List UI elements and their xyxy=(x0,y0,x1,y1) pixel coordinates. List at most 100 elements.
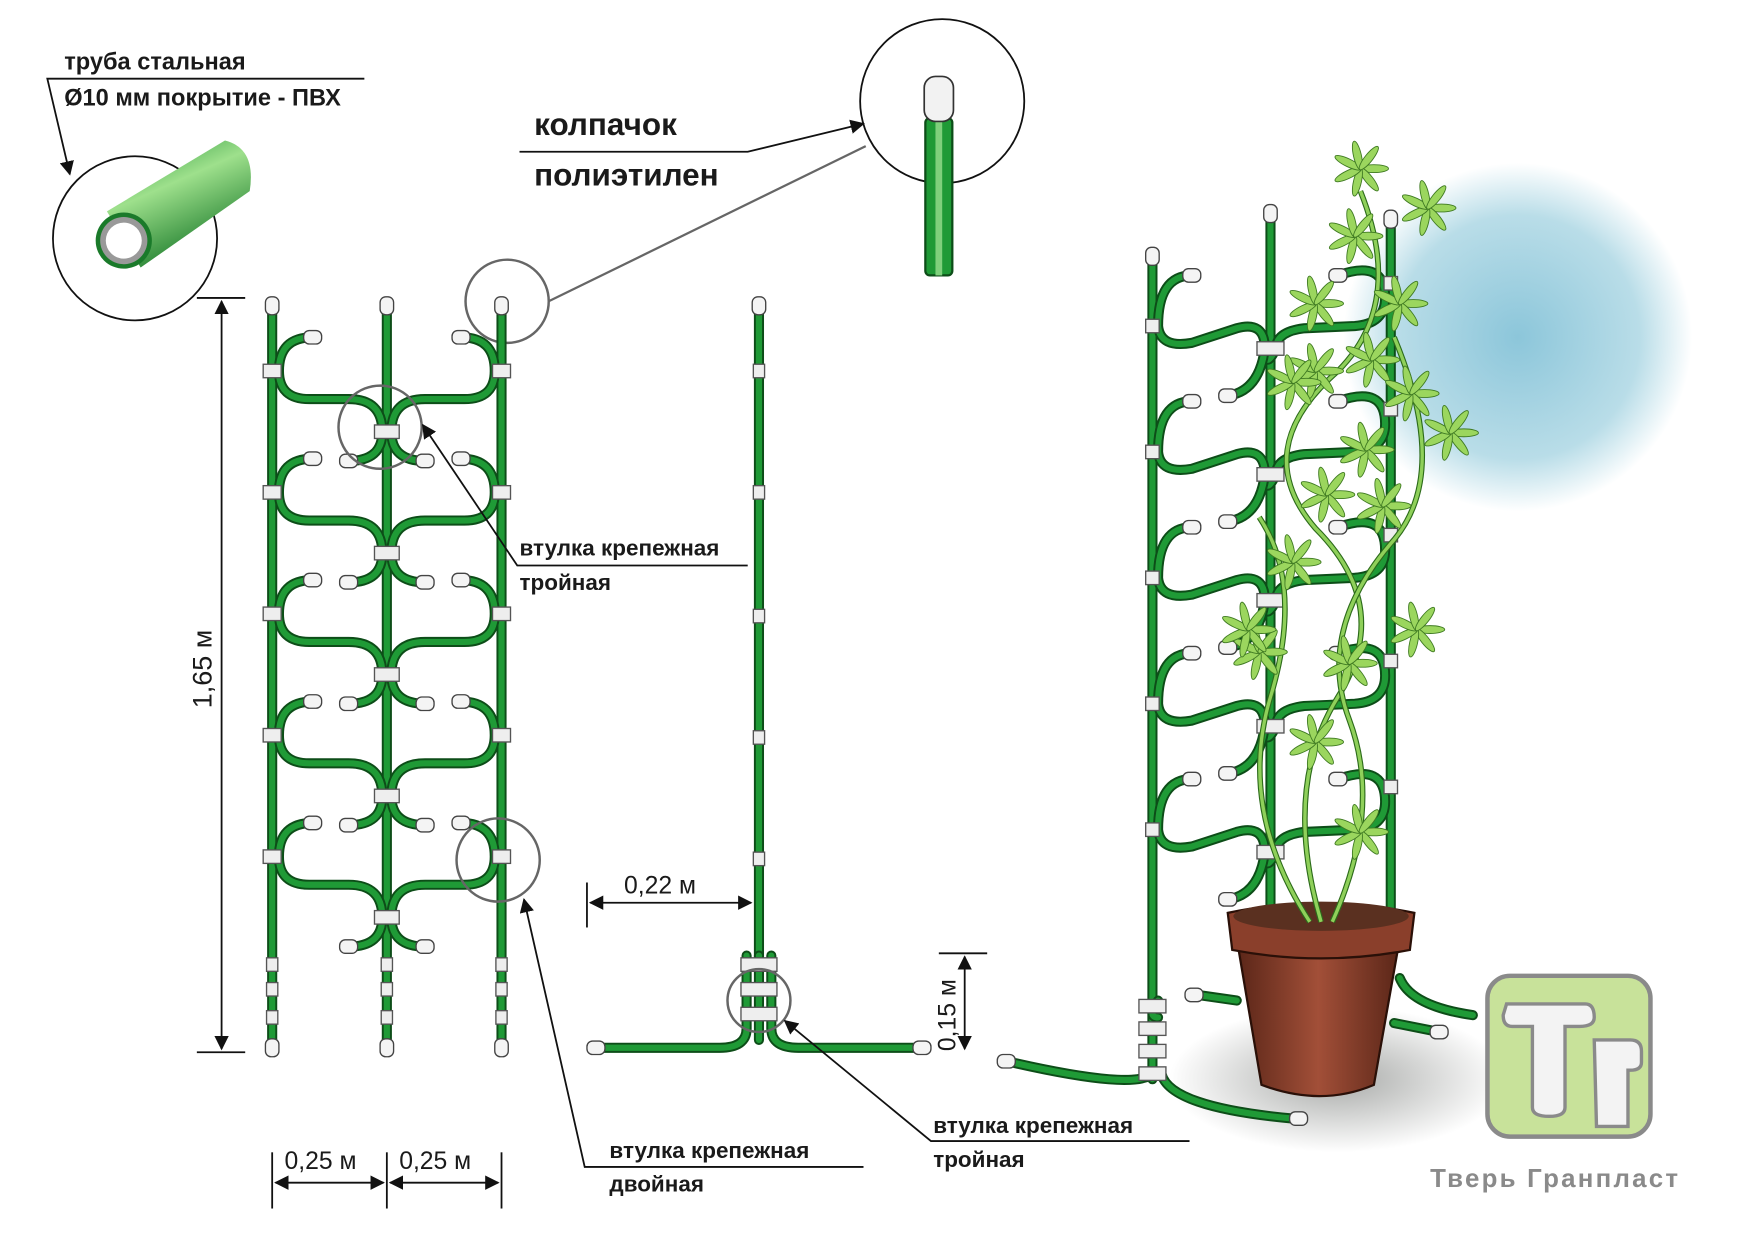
sleeve-clamp xyxy=(491,484,512,500)
s-curve-left-core xyxy=(275,576,386,707)
sleeve-clamp xyxy=(491,606,512,622)
end-cap xyxy=(1218,766,1238,781)
end-cap xyxy=(1145,246,1160,266)
end-cap xyxy=(264,296,280,316)
leaf xyxy=(1381,483,1402,508)
base-leg-left-core xyxy=(592,952,750,1051)
base-height-label: 0,15 м xyxy=(935,979,962,1051)
s-curve-left-core xyxy=(275,455,386,586)
s-curve-right-core xyxy=(388,455,498,586)
pipe-label-line1: труба стальная xyxy=(64,50,245,76)
sleeve-clamp xyxy=(752,363,766,379)
end-cap xyxy=(912,1040,932,1056)
sleeve-clamp xyxy=(1256,341,1285,356)
sleeve-clamp xyxy=(1145,822,1160,838)
end-cap xyxy=(415,939,435,955)
leaf xyxy=(1313,719,1334,744)
width-right-label: 0,25 м xyxy=(399,1148,471,1175)
base-leg-left xyxy=(590,950,752,1053)
leaf xyxy=(1409,370,1430,396)
leaf xyxy=(1358,809,1379,834)
sleeve-clamp xyxy=(373,424,400,440)
double-sleeve-label-line1: втулка крепежная xyxy=(609,1138,809,1163)
end-cap xyxy=(302,572,323,588)
end-cap xyxy=(1182,771,1202,787)
end-cap xyxy=(451,329,471,345)
s-curve-3d-right-core xyxy=(1273,645,1389,730)
sleeve-clamp xyxy=(265,957,279,972)
sleeve-clamp xyxy=(373,909,400,925)
end-cap xyxy=(302,329,323,345)
end-cap xyxy=(338,939,359,955)
s-curve-right-core xyxy=(388,576,498,707)
sleeve-clamp xyxy=(740,1006,778,1022)
sleeve-clamp xyxy=(1138,998,1167,1014)
sleeve-clamp xyxy=(740,957,778,972)
end-cap xyxy=(1288,1111,1309,1127)
leaf xyxy=(1325,471,1346,497)
climbing-plant xyxy=(1222,140,1479,924)
height-label: 1,65 м xyxy=(187,630,217,709)
sleeve-clamp xyxy=(752,851,766,867)
end-cap xyxy=(1182,393,1202,409)
sleeve-clamp xyxy=(1138,1043,1167,1059)
double-sleeve-label-line2: двойная xyxy=(609,1172,704,1197)
end-cap xyxy=(338,817,359,833)
sleeve-clamp xyxy=(380,981,394,997)
base-leg-3d-4-core xyxy=(1194,991,1240,1004)
company-logo: Тверь Гранпласт xyxy=(1430,973,1678,1193)
sleeve-clamp xyxy=(262,484,282,500)
leaf xyxy=(1358,145,1379,171)
end-cap xyxy=(1328,393,1348,409)
end-cap xyxy=(379,1038,395,1058)
end-cap xyxy=(451,815,471,831)
pipe-detail: труба стальная Ø10 мм покрытие - ПВХ xyxy=(46,50,365,322)
sleeve-clamp xyxy=(740,981,778,997)
sleeve-clamp xyxy=(380,957,394,972)
end-cap xyxy=(1218,388,1238,404)
sleeve-clamp xyxy=(1383,653,1399,669)
s-curve-left-core xyxy=(275,819,386,950)
base-sleeve-label-line2: тройная xyxy=(933,1147,1024,1172)
end-cap xyxy=(451,694,471,709)
end-cap xyxy=(302,451,323,467)
end-cap xyxy=(1182,645,1202,661)
end-cap xyxy=(1218,891,1238,907)
base-sleeve-label-line1: втулка крепежная xyxy=(933,1113,1133,1138)
sleeve-clamp xyxy=(373,788,400,804)
end-cap xyxy=(1328,268,1348,283)
triple-sleeve-label-line1: втулка крепежная xyxy=(520,535,720,560)
base-offset-label: 0,22 м xyxy=(624,873,696,900)
leaf xyxy=(1398,280,1419,306)
sleeve-clamp xyxy=(491,727,512,743)
stem-3-core xyxy=(1330,336,1424,923)
end-cap xyxy=(494,1038,509,1058)
leaf xyxy=(1353,213,1374,238)
end-cap xyxy=(494,296,509,316)
end-cap xyxy=(996,1053,1016,1069)
end-cap xyxy=(1263,203,1278,224)
end-cap xyxy=(1383,209,1399,229)
end-cap xyxy=(1328,771,1348,787)
sleeve-clamp xyxy=(495,981,508,997)
leaf xyxy=(1448,410,1469,435)
leaf xyxy=(1291,359,1312,384)
triple-sleeve-callout-circle xyxy=(337,384,423,471)
s-curve-right-core xyxy=(388,334,498,465)
sleeve-clamp xyxy=(752,484,766,500)
leaf xyxy=(1414,606,1436,632)
width-dimension: 0,25 м 0,25 м xyxy=(271,1148,503,1209)
sleeve-clamp xyxy=(491,849,512,865)
end-cap xyxy=(302,694,323,709)
end-cap xyxy=(1429,1024,1449,1040)
leaf xyxy=(1426,185,1447,210)
end-cap xyxy=(415,817,435,833)
end-cap xyxy=(1328,519,1348,535)
s-curve-left-core xyxy=(275,334,386,465)
width-left-label: 0,25 м xyxy=(285,1148,357,1175)
sleeve-clamp xyxy=(262,606,282,622)
s-curve-3d-right-core xyxy=(1273,267,1389,352)
sleeve-clamp xyxy=(262,363,282,379)
leaf xyxy=(1364,426,1385,452)
